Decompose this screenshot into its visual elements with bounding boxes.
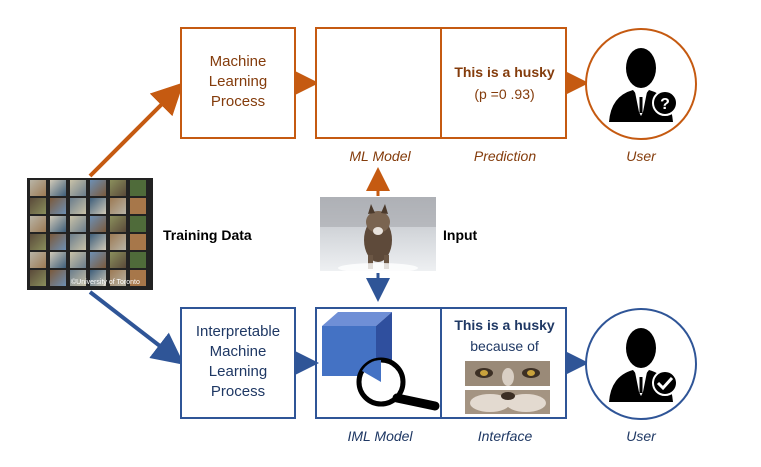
- training-thumbnail: [50, 180, 66, 196]
- ml-model-divider: [440, 27, 442, 139]
- training-thumbnail: [110, 234, 126, 250]
- training-thumbnail: [110, 198, 126, 214]
- training-thumbnail: [70, 252, 86, 268]
- training-thumbnail: [50, 234, 66, 250]
- training-thumbnail: [130, 252, 146, 268]
- training-thumbnail: [30, 252, 46, 268]
- training-data-image: ©University of Toronto: [27, 178, 153, 290]
- training-thumbnail: [130, 216, 146, 232]
- input-label: Input: [443, 227, 478, 243]
- training-data-label: Training Data: [163, 227, 252, 243]
- training-thumbnail: [70, 180, 86, 196]
- training-thumbnail: [90, 234, 106, 250]
- training-thumbnail: [30, 198, 46, 214]
- training-thumbnail: [70, 198, 86, 214]
- top-user-icon: ?: [585, 28, 697, 140]
- training-thumbnail: [30, 234, 46, 250]
- training-thumbnail: [70, 216, 86, 232]
- checkmark-icon: [656, 376, 674, 391]
- training-thumbnail: [130, 270, 146, 286]
- training-thumbnail: [90, 198, 106, 214]
- ml-process-line-2: Learning: [208, 73, 268, 90]
- training-thumbnail: [70, 234, 86, 250]
- interface-title: This is a husky: [454, 317, 555, 333]
- training-thumbnail: [110, 252, 126, 268]
- training-thumbnail: [30, 270, 46, 286]
- interface-subtitle: because of: [470, 338, 539, 354]
- interface-eye-region-image: [465, 361, 550, 386]
- training-thumbnail: [30, 180, 46, 196]
- interface-caption: Interface: [477, 428, 533, 444]
- prediction-value: (p =0 .93): [474, 86, 535, 102]
- interface-snout-region-image: [465, 390, 550, 414]
- top-user-caption: User: [626, 148, 656, 164]
- iml-process-line-3: Learning: [208, 363, 268, 380]
- magnifier-icon: [356, 357, 440, 411]
- iml-process-label: Interpretable Machine Learning Process: [182, 322, 294, 402]
- training-thumbnail: [90, 270, 106, 286]
- iml-model-caption: IML Model: [347, 428, 413, 444]
- prediction-title: This is a husky: [454, 64, 555, 80]
- iml-process-line-2: Machine: [209, 343, 267, 360]
- input-wolf-image: [320, 197, 436, 273]
- ml-model-caption: ML Model: [349, 148, 411, 164]
- training-thumbnail: [50, 198, 66, 214]
- ml-process-label: Machine Learning Process: [182, 52, 294, 112]
- training-data-credit: ©University of Toronto: [71, 279, 140, 286]
- training-thumbnail: [50, 270, 66, 286]
- training-thumbnail: [130, 180, 146, 196]
- iml-process-box: Interpretable Machine Learning Process: [180, 307, 296, 419]
- training-thumbnail: [110, 216, 126, 232]
- iml-process-line-1: Interpretable: [195, 323, 281, 340]
- arrow-training-to-iml-process: [88, 290, 185, 365]
- training-thumbnail: [90, 180, 106, 196]
- training-thumbnail: [130, 198, 146, 214]
- training-thumbnail: [110, 180, 126, 196]
- training-thumbnail: [50, 252, 66, 268]
- training-thumbnail: [90, 216, 106, 232]
- question-mark-icon: ?: [660, 96, 670, 113]
- arrow-training-to-ml-process: [88, 82, 184, 178]
- training-thumbnail: [30, 216, 46, 232]
- iml-model-divider: [440, 307, 442, 419]
- bottom-user-icon: [585, 308, 697, 420]
- training-thumbnail: [50, 216, 66, 232]
- bottom-user-caption: User: [626, 428, 656, 444]
- iml-process-line-4: Process: [210, 383, 266, 400]
- training-thumbnail: [130, 234, 146, 250]
- training-thumbnail: [110, 270, 126, 286]
- prediction-caption: Prediction: [473, 148, 537, 164]
- ml-process-line-3: Process: [210, 93, 266, 110]
- training-thumbnail: [70, 270, 86, 286]
- ml-process-line-1: Machine: [209, 53, 267, 70]
- training-thumbnail: [90, 252, 106, 268]
- ml-process-box: Machine Learning Process: [180, 27, 296, 139]
